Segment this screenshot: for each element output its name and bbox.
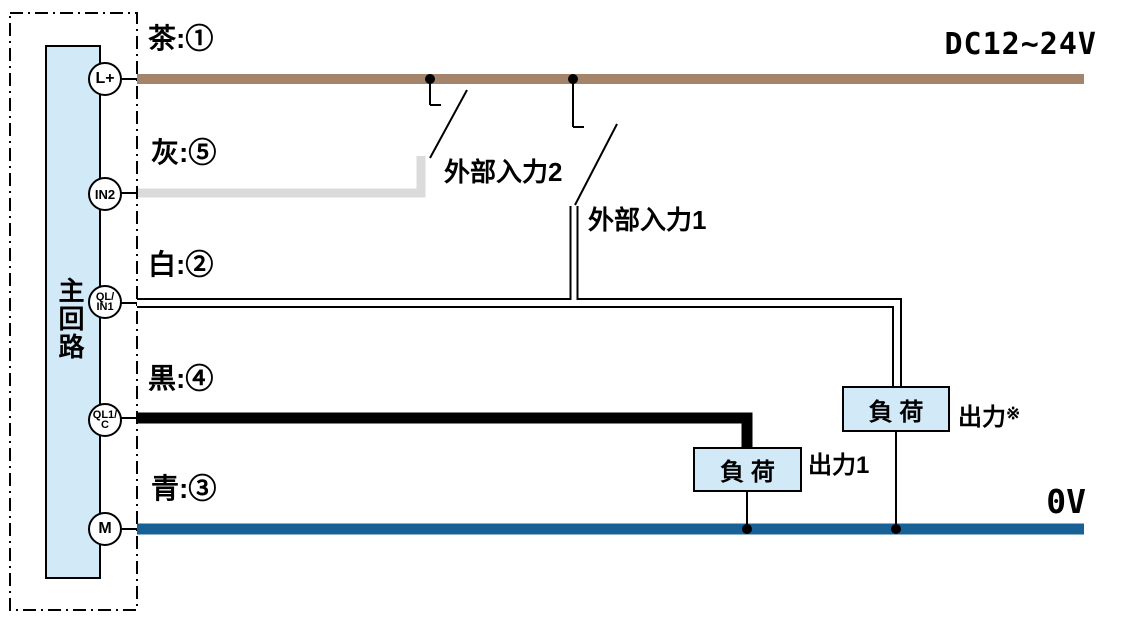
- terminal-m: M: [88, 512, 122, 546]
- white-wire-label: 白:②: [148, 249, 214, 280]
- blue-wire-label: 青:③: [151, 473, 217, 504]
- load2-box: 負 荷: [842, 386, 950, 432]
- terminal-in2: IN2: [88, 177, 122, 211]
- dc-voltage-label: DC12~24V: [944, 27, 1097, 62]
- terminal-ql-in1: QL/ IN1: [88, 285, 122, 319]
- external-input1-label: 外部入力1: [588, 205, 707, 235]
- black-wire: [137, 412, 753, 448]
- output2-label: 出力※: [958, 404, 1021, 431]
- switch2-blade: [429, 89, 468, 159]
- main-circuit-label: 主回路: [55, 277, 85, 361]
- terminal-ql1-c-line1: QL1/: [92, 408, 118, 421]
- output1-label: 出力1: [808, 452, 870, 479]
- white-wire-core: [137, 300, 900, 387]
- junction-dot-load1: [742, 524, 752, 534]
- load2-label: 負 荷: [868, 398, 924, 426]
- black-wire-label: 黒:④: [148, 363, 214, 394]
- gray-wire-label: 灰:⑤: [151, 137, 217, 168]
- brown-wire-label: 茶:①: [148, 23, 214, 54]
- white-wire-outline: [137, 298, 902, 387]
- external-input2-label: 外部入力2: [444, 157, 563, 187]
- terminal-ql1-c-line2: C: [101, 419, 109, 431]
- load1-box: 負 荷: [693, 447, 802, 492]
- terminal-l-plus-label: L+: [95, 70, 115, 87]
- terminal-ql-in1-line1: QL/: [95, 290, 115, 303]
- junction-dot-switch2: [425, 74, 435, 84]
- terminal-in2-label: IN2: [94, 186, 116, 202]
- terminal-ql-in1-line2: IN1: [96, 301, 114, 313]
- junction-dot-load2: [891, 524, 901, 534]
- zero-volt-label: 0V: [1046, 482, 1086, 521]
- terminal-l-plus: L+: [88, 62, 122, 96]
- device-dashed-boundary: [9, 12, 138, 611]
- output2-mark: ※: [1006, 404, 1021, 423]
- terminal-ql1-c: QL1/ C: [88, 403, 122, 437]
- junction-dot-switch1: [568, 74, 578, 84]
- gray-wire: [138, 156, 426, 198]
- load1-label: 負 荷: [720, 459, 775, 486]
- terminal-m-label: M: [98, 520, 112, 537]
- switch1-blade: [574, 123, 618, 206]
